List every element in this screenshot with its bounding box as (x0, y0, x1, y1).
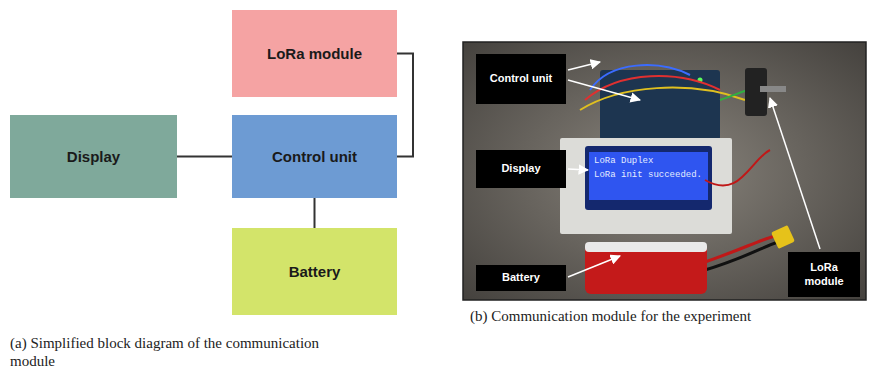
lcd-text: LoRa init succeeded. (594, 170, 706, 181)
leader-arrow (568, 169, 588, 170)
callout-box: Control unit (476, 54, 566, 104)
block-box: Battery (232, 228, 397, 315)
breadboard (560, 138, 732, 234)
photo-background (463, 42, 866, 300)
block-box: Display (10, 115, 177, 198)
block-box: LoRa module (232, 10, 397, 97)
box-label: LoRa module (267, 45, 362, 63)
leader-arrow (568, 80, 640, 100)
connector-line (314, 198, 316, 228)
leader-arrow (770, 98, 820, 249)
connector-line (397, 54, 413, 157)
battery-pack (585, 242, 707, 294)
caption: (a) Simplified block diagram of the comm… (10, 334, 350, 370)
box-label: Battery (502, 271, 540, 284)
box-label: Control unit (272, 148, 357, 166)
block-box: Control unit (232, 115, 397, 198)
box-label: Display (501, 162, 540, 175)
lcd-frame (585, 146, 712, 210)
box-label: Battery (289, 263, 341, 281)
box-label: Control unit (490, 72, 552, 85)
callout-box: Battery (476, 265, 566, 291)
box-label: Display (67, 148, 120, 166)
leader-arrow (568, 62, 600, 70)
callout-box: Display (476, 150, 566, 188)
callout-box: LoRa module (788, 252, 860, 297)
connector-line (177, 156, 232, 158)
lcd-text: LoRa Duplex (594, 156, 706, 167)
leader-arrow (568, 256, 620, 277)
connector (771, 225, 795, 249)
lcd-screen (589, 152, 708, 200)
arduino-board (600, 70, 720, 140)
caption: (b) Communication module for the experim… (470, 307, 870, 325)
box-label: LoRa module (794, 261, 854, 287)
